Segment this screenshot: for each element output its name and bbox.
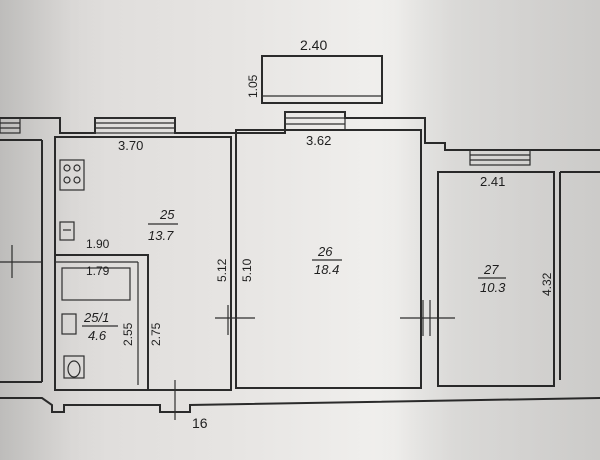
- room-25-number: 25: [159, 207, 175, 222]
- washbasin-icon: [61, 313, 77, 335]
- room-25-side-dim: 5.12: [215, 258, 229, 282]
- sink-icon: [59, 221, 75, 241]
- balcony: [261, 55, 383, 104]
- room-26-number: 26: [317, 244, 333, 259]
- stove-icon: [59, 159, 85, 191]
- room-25-1-top-dim: 1.90: [86, 237, 110, 251]
- room-25-1: [55, 254, 149, 390]
- room-26: [215, 129, 455, 389]
- left-partial-room: [0, 139, 43, 383]
- corridor-bottom: [0, 380, 600, 420]
- room-25-1-side-dim-a: 2.55: [121, 322, 135, 346]
- room-27-top-dim: 2.41: [480, 174, 505, 189]
- room-27-number: 27: [483, 262, 499, 277]
- room-25: [54, 136, 232, 391]
- toilet-icon: [63, 355, 85, 379]
- room-25-area: 13.7: [148, 228, 174, 243]
- exterior-wall-top: [0, 111, 600, 166]
- balcony-depth-label: 1.05: [246, 74, 260, 98]
- balcony-width-label: 2.40: [300, 37, 327, 53]
- room-25-top-dim: 3.70: [118, 138, 143, 153]
- room-27: [437, 171, 600, 387]
- room-27-side-dim: 4.32: [540, 272, 554, 296]
- room-26-area: 18.4: [314, 262, 339, 277]
- room-26-top-dim: 3.62: [306, 133, 331, 148]
- room-25-1-number: 25/1: [83, 310, 109, 325]
- room-26-side-dim: 5.10: [240, 258, 254, 282]
- entrance-number: 16: [192, 415, 208, 431]
- room-25-1-inner-dim: 1.79: [86, 264, 110, 278]
- room-25-1-area: 4.6: [88, 328, 107, 343]
- bathtub-icon: [61, 267, 131, 301]
- room-25-1-side-dim-b: 2.75: [149, 322, 163, 346]
- room-27-area: 10.3: [480, 280, 506, 295]
